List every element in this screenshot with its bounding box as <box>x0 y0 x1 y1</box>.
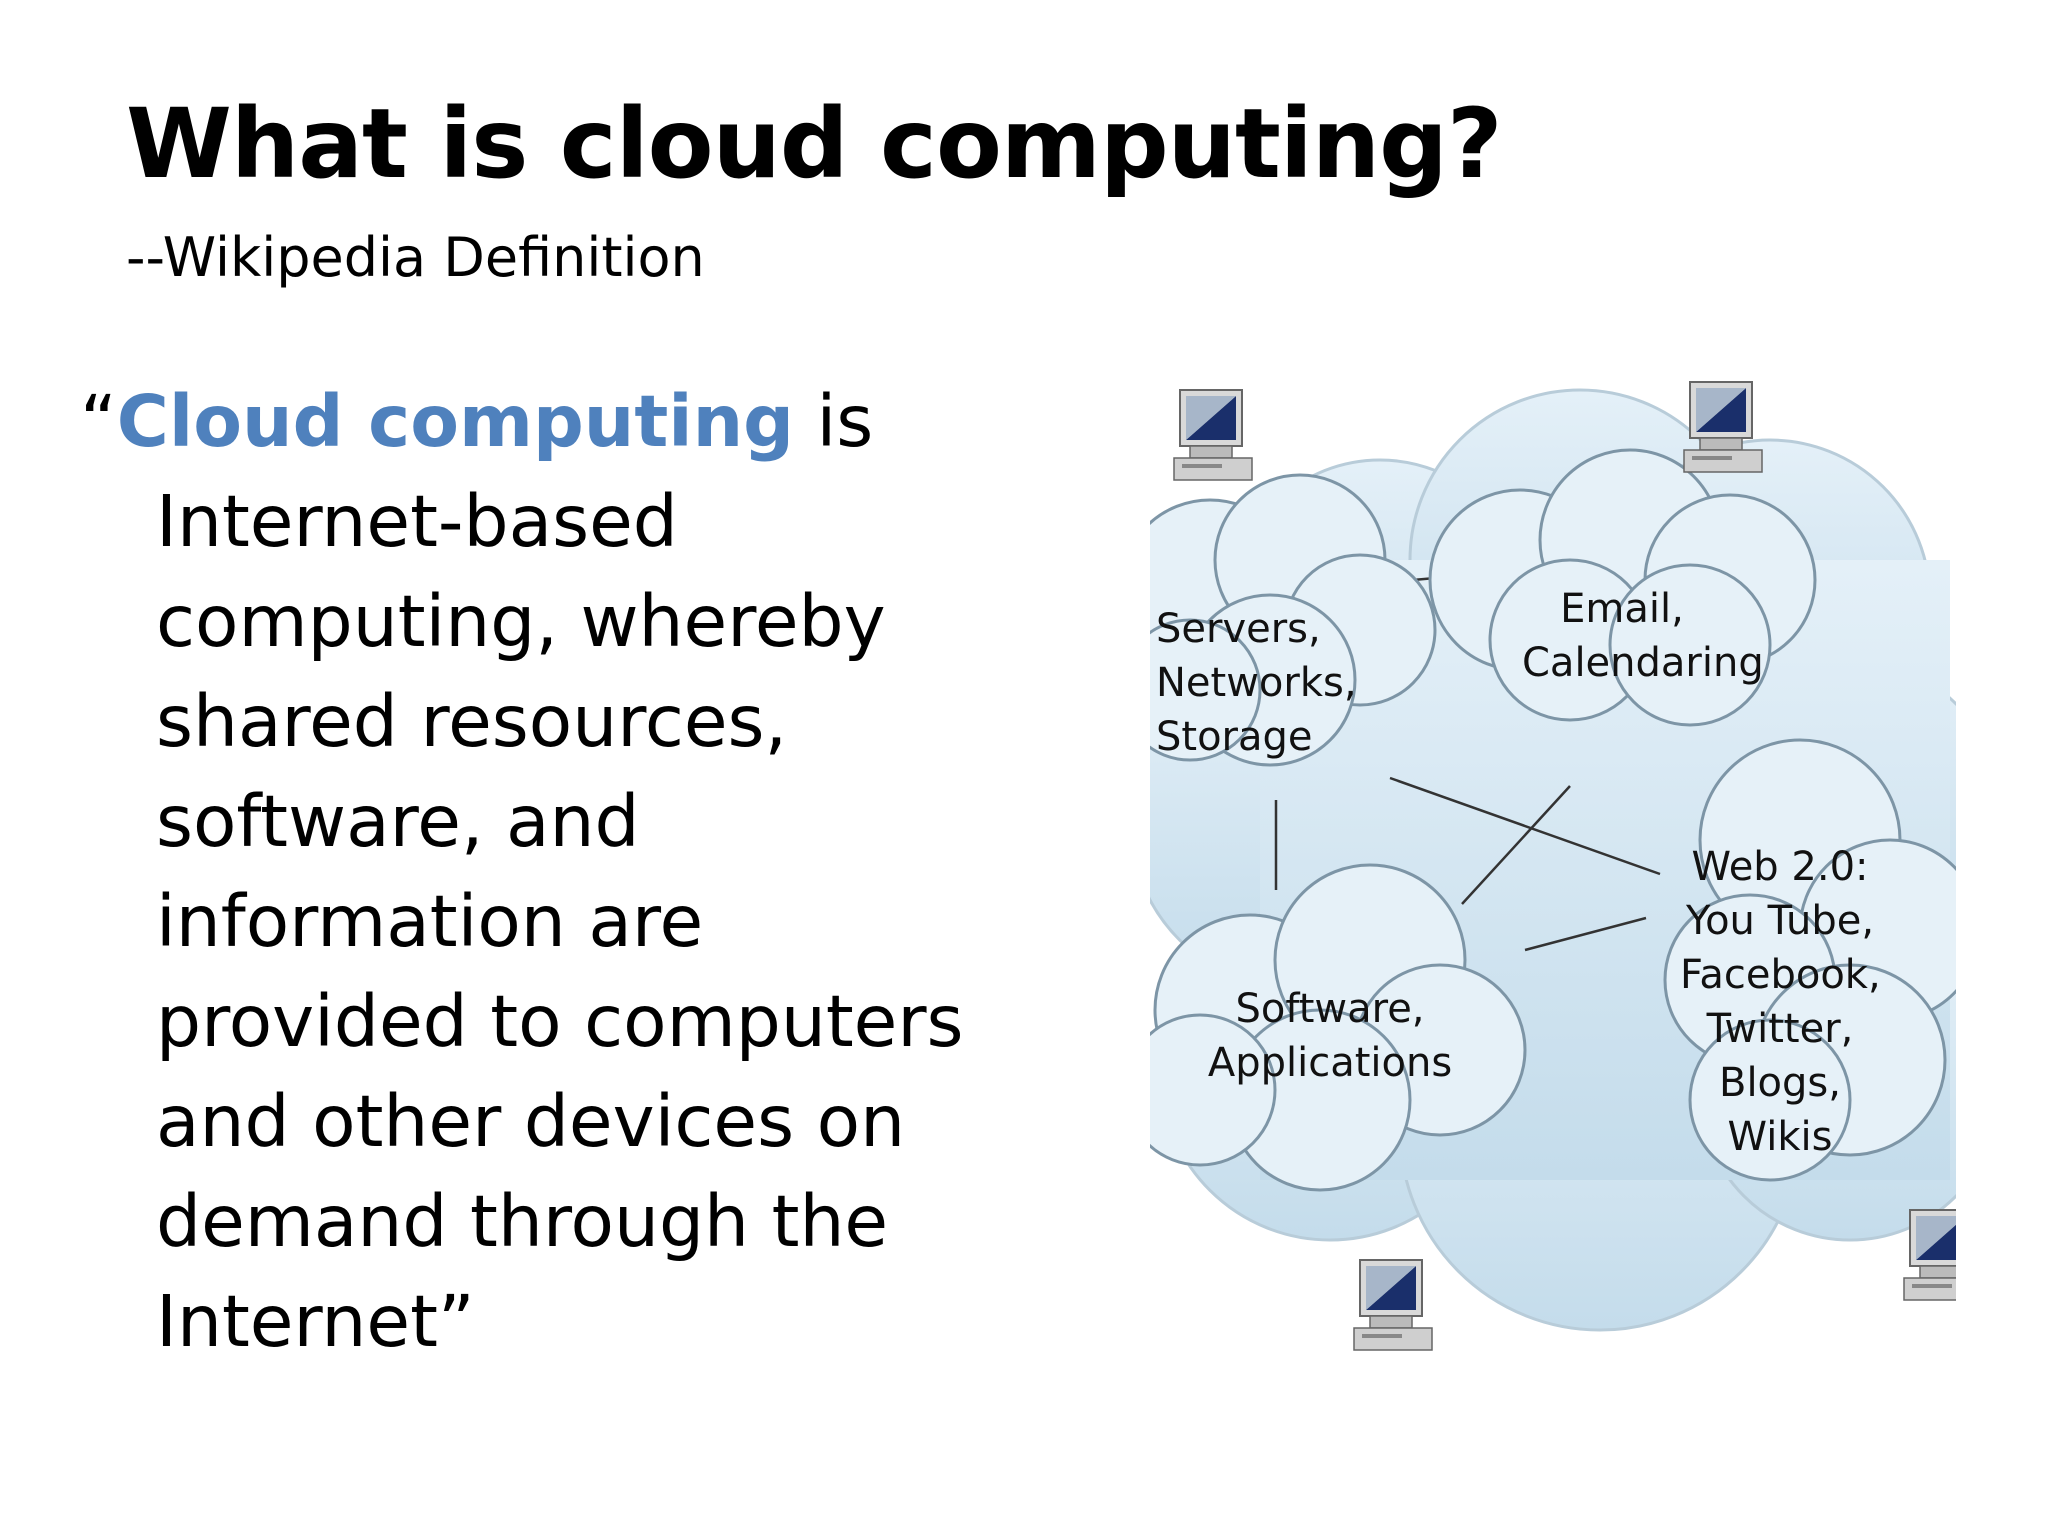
cloud-diagram-graphic <box>1150 381 1956 1351</box>
cloud-label-email: Email, Calendaring <box>1522 582 1764 690</box>
cloud-label-servers: Servers, Networks, Storage <box>1156 602 1357 764</box>
label-line: Servers, <box>1156 606 1321 652</box>
label-line: Wikis <box>1727 1114 1833 1160</box>
cloud-web <box>1663 738 1956 1182</box>
label-line: Networks, <box>1156 660 1357 706</box>
label-line: Twitter, <box>1706 1006 1854 1052</box>
quote-open-mark: “ <box>80 380 117 463</box>
quote-line: provided to computers <box>156 980 964 1063</box>
computer-icon <box>1353 1259 1433 1351</box>
cloud-label-software: Software, Applications <box>1200 982 1460 1090</box>
computer-icon <box>1683 381 1763 473</box>
label-line: Facebook, <box>1680 952 1881 998</box>
label-line: Web 2.0: <box>1691 844 1869 890</box>
label-line: Email, <box>1560 586 1684 632</box>
label-line: Calendaring <box>1522 640 1764 686</box>
quote-first-line: “Cloud computing is <box>80 372 1060 472</box>
quote-line: computing, whereby <box>156 580 886 663</box>
computer-icon <box>1903 1209 1956 1301</box>
cloud-servers <box>1150 473 1437 767</box>
slide-title: What is cloud computing? <box>126 88 1503 200</box>
quote-term: Cloud computing <box>116 380 794 463</box>
label-line: Software, <box>1235 986 1425 1032</box>
slide-subtitle: --Wikipedia Definition <box>126 226 705 289</box>
quote-line: Internet-based <box>156 480 678 563</box>
label-line: You Tube, <box>1685 898 1875 944</box>
quote-line: software, and <box>156 780 640 863</box>
cloud-diagram: Servers, Networks, Storage Email, Calend… <box>1150 370 1956 1380</box>
quote-line: and other devices on <box>156 1080 906 1163</box>
quote-term-rest: is <box>793 380 874 463</box>
cloud-software <box>1150 863 1527 1192</box>
definition-quote: “Cloud computing is Internet-based compu… <box>80 372 1060 1372</box>
quote-line: information are <box>156 880 704 963</box>
label-line: Blogs, <box>1719 1060 1841 1106</box>
cloud-label-web: Web 2.0: You Tube, Facebook, Twitter, Bl… <box>1680 840 1881 1164</box>
quote-line: demand through the <box>156 1180 889 1263</box>
label-line: Applications <box>1207 1040 1453 1086</box>
quote-line: shared resources, <box>156 680 788 763</box>
label-line: Storage <box>1156 714 1313 760</box>
quote-line: Internet” <box>156 1280 475 1363</box>
cloud-email <box>1428 448 1817 727</box>
computer-icon <box>1173 389 1253 481</box>
